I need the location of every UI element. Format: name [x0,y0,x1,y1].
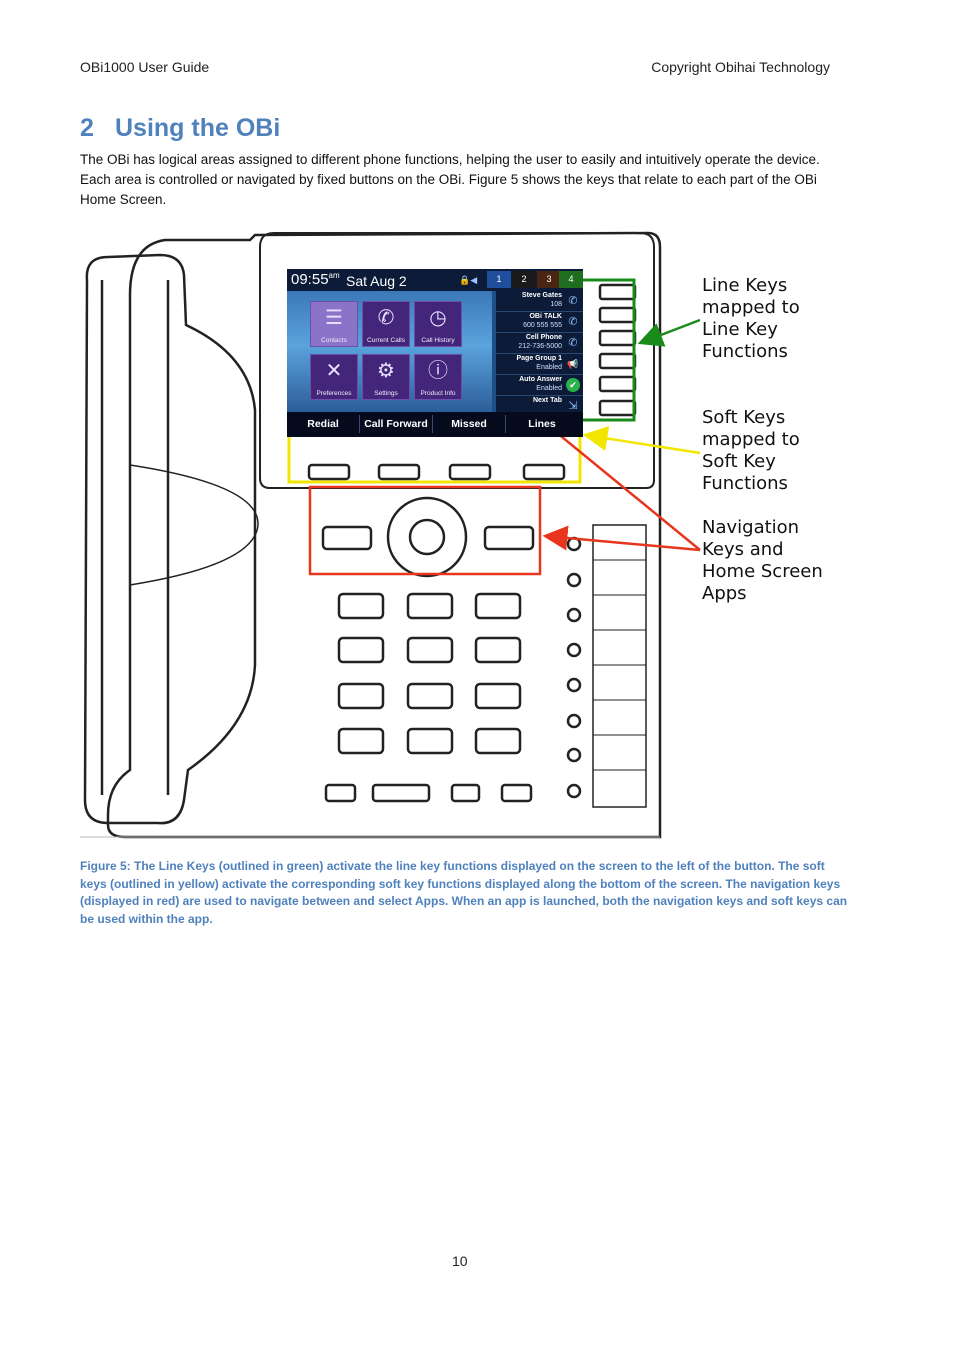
phone-screen: 09:55am Sat Aug 2 🔒◀ 1 2 3 4 ☰ Contacts … [287,269,583,437]
section-number: 2 [80,114,94,142]
softkey-lines[interactable]: Lines [528,418,556,430]
section-heading: 2 Using the OBi [80,114,280,143]
clock: 09:55am [291,271,340,288]
tab-1[interactable]: 1 [487,271,511,288]
gears-icon: ⚙ [377,360,395,382]
line-keys-arrow [637,318,701,347]
nav-keys-label: Navigation Keys and Home Screen Apps [702,517,823,604]
softkey-bar: Redial Call Forward Missed Lines [287,412,583,437]
line-keys-label: Line Keys mapped to Line Key Functions [702,275,800,362]
soft-keys-arrow [582,426,701,455]
status-bar: 09:55am Sat Aug 2 🔒◀ 1 2 3 4 [287,269,583,291]
phone-figure: 09:55am Sat Aug 2 🔒◀ 1 2 3 4 ☰ Contacts … [80,225,840,840]
page-number: 10 [452,1253,468,1269]
app-contacts[interactable]: ☰ Contacts [310,301,358,347]
softkey-missed[interactable]: Missed [433,415,506,433]
app-call-history[interactable]: ◷ Call History [414,301,462,347]
figure-caption: Figure 5: The Line Keys (outlined in gre… [80,859,848,926]
intro-paragraph: The OBi has logical areas assigned to di… [80,152,820,207]
nav-keys-outline [308,485,542,576]
check-icon: ✔ [566,378,580,392]
header-copyright: Copyright Obihai Technology [651,59,830,75]
screen-bezel [259,232,655,489]
phone-icon: ✆ [568,337,578,349]
section-title: Using the OBi [115,114,281,142]
info-icon: ⓘ [428,360,448,382]
tab-4[interactable]: 4 [559,271,583,288]
next-tab-icon: ⇲ [568,400,578,412]
soft-keys-label: Soft Keys mapped to Soft Key Functions [702,407,800,494]
app-preferences[interactable]: ✕ Preferences [310,354,358,400]
app-settings[interactable]: ⚙ Settings [362,354,410,400]
date: Sat Aug 2 [346,273,407,289]
lock-volume-icon: 🔒◀ [459,275,478,285]
phone-icon: ✆ [568,295,578,307]
contacts-icon: ☰ [325,307,343,329]
megaphone-icon: 📢 [567,359,579,369]
tab-2[interactable]: 2 [512,271,536,288]
tools-icon: ✕ [325,360,343,382]
phone-icon: ✆ [568,316,578,328]
softkey-call-forward[interactable]: Call Forward [360,415,433,433]
home-apps: ☰ Contacts ✆ Current Calls ◷ Call Histor… [287,291,492,412]
nav-keys-arrow [542,525,701,552]
tab-3[interactable]: 3 [537,271,561,288]
header-title: OBi1000 User Guide [80,59,210,75]
app-product-info[interactable]: ⓘ Product Info [414,354,462,400]
handset-grip [100,280,170,795]
phone-icon: ✆ [377,307,395,329]
softkey-redial[interactable]: Redial [287,415,360,433]
app-current-calls[interactable]: ✆ Current Calls [362,301,410,347]
history-icon: ◷ [429,307,447,329]
phone-drawing [80,231,701,839]
handset [83,253,257,825]
